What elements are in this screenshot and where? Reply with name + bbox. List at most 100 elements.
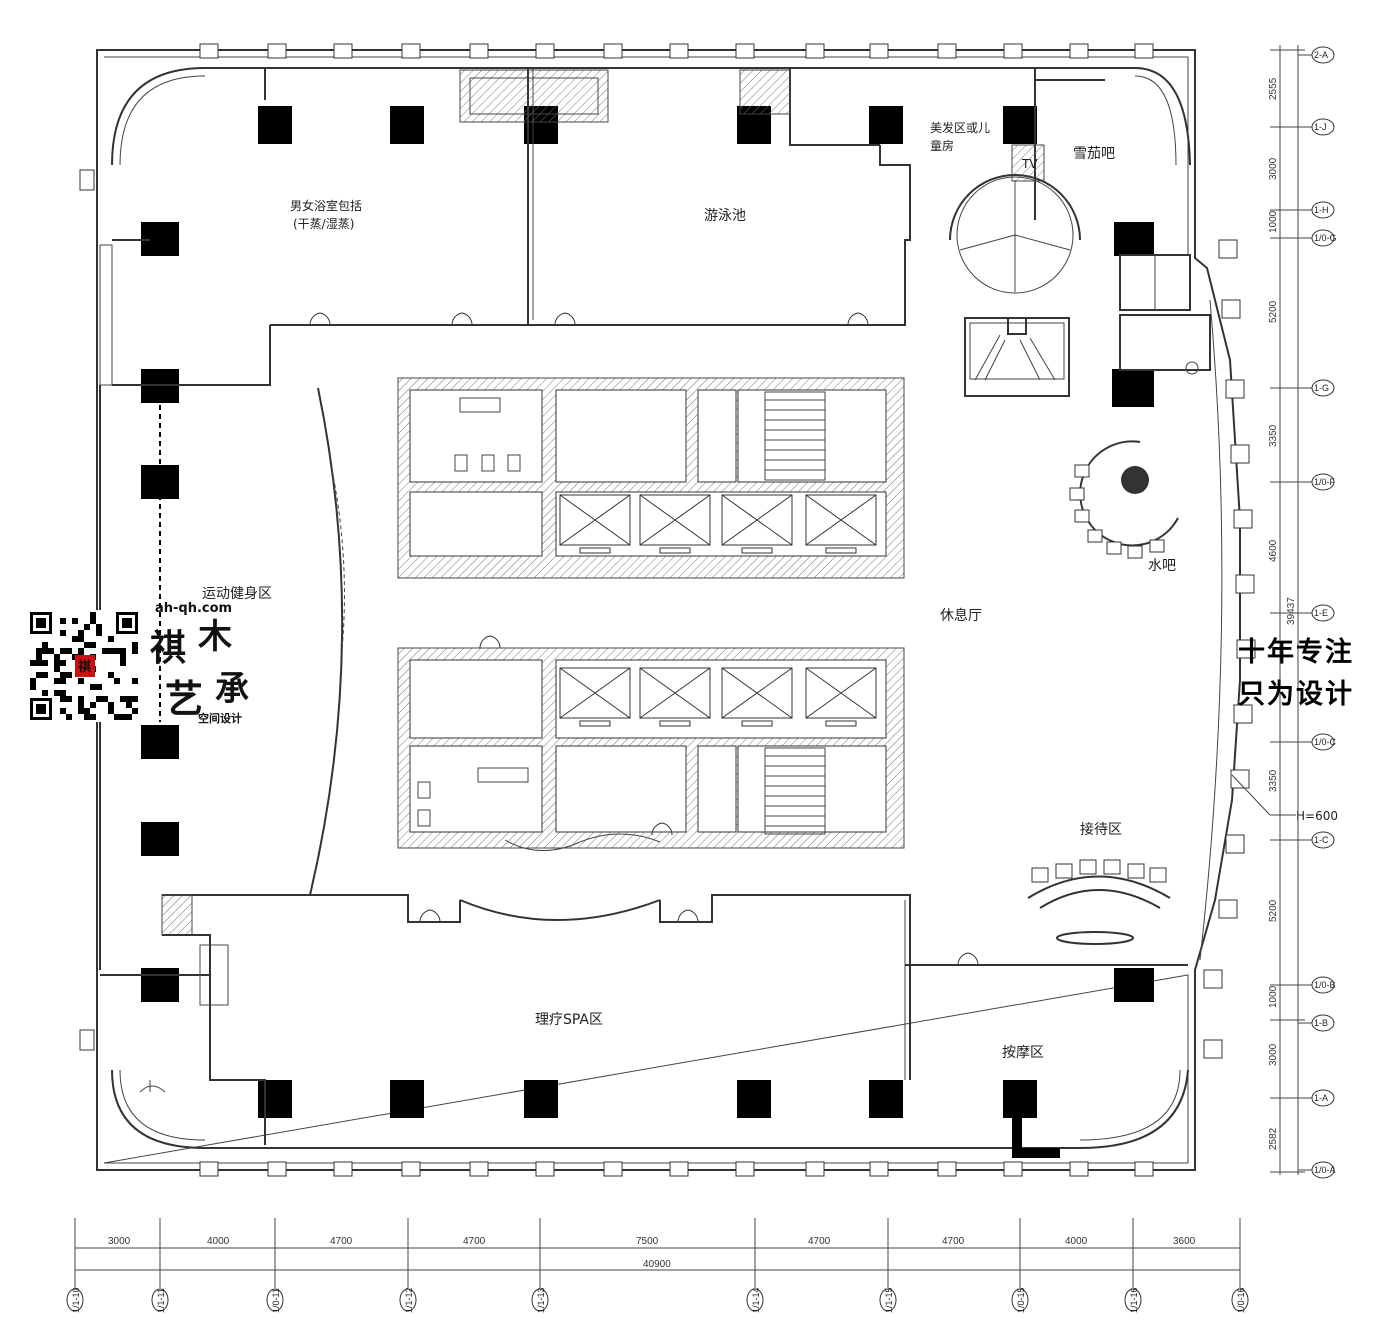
- outer-wall: [96, 49, 1241, 1171]
- room-salon-label-1: 美发区或儿: [930, 120, 990, 135]
- dim-right-9: 1000: [1268, 985, 1279, 1008]
- reception-chair: [1103, 859, 1121, 875]
- column: [141, 822, 179, 856]
- column: [869, 1080, 903, 1118]
- dim-right-8: 5200: [1268, 899, 1279, 922]
- door-swing: [677, 909, 699, 923]
- grid-bubble: [1311, 733, 1335, 751]
- facade-fin: [1134, 43, 1154, 59]
- grid-label: 1/0-F: [1314, 477, 1336, 487]
- grid-bubble: [1124, 1288, 1142, 1312]
- room-cigar-label: 雪茄吧: [1073, 145, 1115, 162]
- room-tv-label: TV: [1021, 157, 1038, 171]
- grid-label: 1/0-C: [1314, 737, 1337, 747]
- upper-partitions: [112, 67, 1211, 397]
- facade-fin: [735, 43, 755, 59]
- facade-fin: [333, 43, 353, 59]
- watermark: 祺 ah-qh.com 祺 木 艺 承 空间设计: [28, 601, 249, 725]
- dim-right-6: 4600: [1268, 539, 1279, 562]
- gym-partition: [159, 387, 345, 896]
- dim-right-3: 1000: [1268, 210, 1279, 233]
- grid-bubble: [1311, 229, 1335, 247]
- grid-bubble: [399, 1288, 417, 1312]
- reception-chair: [1031, 867, 1049, 883]
- grid-label: 1-H: [1314, 205, 1329, 215]
- grid-label: 1/0-B: [1314, 980, 1336, 990]
- dim-right-2: 3000: [1268, 157, 1279, 180]
- facade-fin: [669, 1161, 689, 1177]
- grid-label: 1-C: [1314, 835, 1329, 845]
- grid-bubble: [1311, 604, 1335, 622]
- door-swing: [957, 952, 979, 966]
- facade-fin: [1134, 1161, 1154, 1177]
- facade-fin: [1235, 574, 1255, 594]
- facade-fin: [1003, 43, 1023, 59]
- grid-bubble: [1311, 1161, 1335, 1179]
- bar-stool: [1149, 539, 1165, 553]
- grid-bubble: [151, 1288, 169, 1312]
- grid-label: 1/0-A: [1314, 1165, 1336, 1175]
- facade-fin: [469, 1161, 489, 1177]
- column: [141, 968, 179, 1002]
- dim-right-7: 3350: [1268, 769, 1279, 792]
- facade-fin: [1218, 239, 1238, 259]
- bar-stool: [1074, 509, 1090, 523]
- column: [258, 106, 292, 144]
- column: [141, 725, 179, 759]
- slogan-line-2: 只为设计: [1238, 679, 1354, 710]
- dim-bottom-5: 7500: [636, 1236, 659, 1247]
- grid-label: 1/1-14: [751, 1287, 761, 1313]
- dim-bottom-total: 40900: [643, 1259, 671, 1270]
- slogan-line-1: 十年专注: [1238, 637, 1354, 668]
- facade-fin: [1203, 969, 1223, 989]
- facade-fin: [1225, 834, 1245, 854]
- grid-label: 1-E: [1314, 608, 1328, 618]
- facade-fins: [79, 43, 1256, 1177]
- grid-bubble: [1311, 473, 1335, 491]
- room-bath-sublabel: (干蒸/湿蒸): [293, 216, 354, 231]
- grid-label: 1/0-11: [271, 1288, 281, 1313]
- column: [1003, 1080, 1037, 1118]
- facade-fin: [333, 1161, 353, 1177]
- facade-fin: [267, 43, 287, 59]
- column: [1003, 106, 1037, 144]
- watermark-char-3: 艺: [165, 677, 203, 721]
- facade-fin: [199, 43, 219, 59]
- watermark-char-2: 木: [197, 617, 232, 657]
- facade-fin: [535, 1161, 555, 1177]
- facade-fin: [603, 1161, 623, 1177]
- door-swing: [479, 635, 501, 649]
- facade-fin: [1221, 299, 1241, 319]
- grid-bubble: [1311, 976, 1335, 994]
- column: [869, 106, 903, 144]
- facade-fin: [79, 169, 95, 191]
- grid-label: 2-A: [1314, 50, 1328, 60]
- dim-bottom-3: 4700: [330, 1236, 353, 1247]
- facade-fin: [535, 43, 555, 59]
- column: [390, 1080, 424, 1118]
- bar-stool: [1106, 541, 1122, 555]
- grid-label: 1/0-G: [1314, 233, 1337, 243]
- facade-fin: [1233, 704, 1253, 724]
- facade-fin: [669, 43, 689, 59]
- dim-right-10: 3000: [1268, 1043, 1279, 1066]
- facade-fin: [1230, 769, 1250, 789]
- room-reception-label: 接待区: [1080, 821, 1122, 838]
- grid-bubble: [531, 1288, 549, 1312]
- grid-bubble: [266, 1288, 284, 1312]
- facade-fin: [1233, 509, 1253, 529]
- facade-fin: [1218, 899, 1238, 919]
- room-lounge-label: 休息厅: [940, 607, 982, 624]
- dim-bottom-1: 3000: [108, 1236, 131, 1247]
- column: [390, 106, 424, 144]
- column: [1114, 968, 1154, 1002]
- facade-fin: [805, 43, 825, 59]
- room-gym-label: 运动健身区: [202, 586, 272, 602]
- central-core-upper: [397, 377, 905, 579]
- facade-fin: [1203, 1039, 1223, 1059]
- dim-bottom-7: 4700: [942, 1236, 965, 1247]
- grid-label: 1/1-11: [156, 1288, 166, 1313]
- reception-furniture: [1027, 859, 1171, 945]
- structural-columns: [141, 106, 1154, 1158]
